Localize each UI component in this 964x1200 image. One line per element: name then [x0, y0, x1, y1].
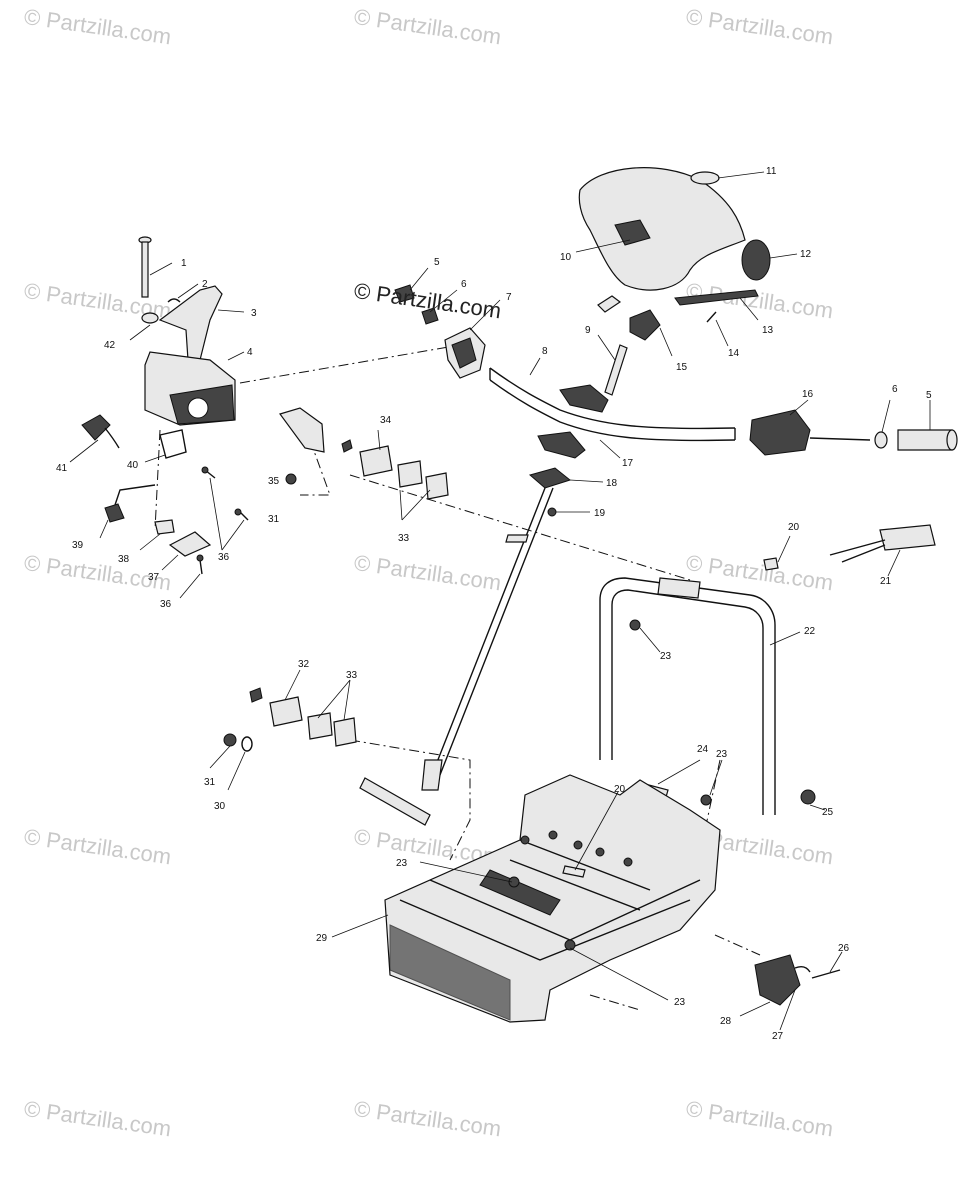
callout-15: 15 — [676, 362, 688, 373]
callout-21: 21 — [880, 576, 892, 587]
callout-6-right: 6 — [892, 384, 898, 395]
callout-12: 12 — [800, 249, 812, 260]
callout-5: 5 — [434, 257, 440, 268]
callout-19: 19 — [594, 508, 606, 519]
callout-28: 28 — [720, 1016, 732, 1027]
callout-26: 26 — [838, 943, 850, 954]
part-5-knob — [394, 284, 415, 303]
part-5-grip-right — [897, 429, 958, 451]
callout-14: 14 — [728, 348, 740, 359]
part-10-handlebar-pad — [578, 167, 771, 291]
callout-leaders — [69, 171, 931, 1031]
part-6-nut — [421, 307, 439, 325]
part-19-nut — [547, 507, 557, 517]
part-18-plate — [528, 467, 572, 489]
callout-4: 4 — [247, 347, 253, 358]
callout-20-top: 20 — [788, 522, 800, 533]
part-39-sensor — [104, 484, 156, 523]
part-20-bolt-top — [763, 557, 779, 571]
part-15-bracket — [629, 309, 661, 341]
callout-25: 25 — [822, 807, 834, 818]
callout-38: 38 — [118, 554, 130, 565]
part-6-ring-right — [874, 431, 888, 449]
callout-32: 32 — [298, 659, 310, 670]
part-3-bracket — [158, 285, 223, 361]
part-11-emblem — [690, 171, 720, 185]
callout-31-top: 31 — [268, 514, 280, 525]
part-2-clip — [167, 298, 181, 303]
callout-27: 27 — [772, 1031, 784, 1042]
part-38-clip — [154, 519, 175, 535]
callout-41: 41 — [56, 463, 68, 474]
callout-17: 17 — [622, 458, 634, 469]
callout-31-bottom: 31 — [204, 777, 216, 788]
callout-30: 30 — [214, 801, 226, 812]
part-22-steering-bar — [599, 577, 776, 815]
callout-23-a: 23 — [660, 651, 672, 662]
part-21-heater-coil — [829, 524, 936, 563]
callout-8: 8 — [542, 346, 548, 357]
callout-2: 2 — [202, 279, 208, 290]
callout-40: 40 — [127, 460, 139, 471]
part-13-trim — [674, 289, 759, 306]
part-23-nut-a — [629, 619, 641, 631]
callout-18: 18 — [606, 478, 618, 489]
callout-23-b: 23 — [716, 749, 728, 760]
callout-6: 6 — [461, 279, 467, 290]
callout-39: 39 — [72, 540, 84, 551]
part-17-clamps — [537, 384, 609, 459]
callout-35: 35 — [268, 476, 280, 487]
part-clip-small — [597, 295, 622, 313]
part-1-bolt — [138, 236, 152, 298]
part-25-nut — [800, 789, 816, 805]
part-40-gasket — [159, 429, 187, 459]
callout-20-lower: 20 — [614, 784, 626, 795]
callout-11: 11 — [766, 166, 777, 177]
part-20-bolt-lower — [562, 865, 586, 878]
callout-9: 9 — [585, 325, 591, 336]
callout-13: 13 — [762, 325, 774, 336]
part-4-housing — [144, 351, 236, 426]
part-29-chassis — [384, 774, 721, 1023]
steering-column — [359, 487, 554, 826]
callout-34: 34 — [380, 415, 392, 426]
part-23-nut-b — [700, 794, 712, 806]
callout-42: 42 — [104, 340, 116, 351]
callout-7: 7 — [506, 292, 512, 303]
part-16-switch — [749, 409, 871, 456]
part-9-bolt — [604, 344, 628, 396]
part-41-switch — [81, 414, 120, 449]
callout-24: 24 — [697, 744, 709, 755]
callout-3: 3 — [251, 308, 257, 319]
parts-26-28-light — [754, 954, 841, 1006]
callout-labels: 1 2 3 4 5 6 7 8 9 10 11 12 13 14 15 16 6… — [56, 166, 932, 1042]
parts-34-33-bushings-top — [279, 407, 449, 500]
callout-36-b: 36 — [160, 599, 172, 610]
callout-23-c: 23 — [396, 858, 408, 869]
callout-5-right: 5 — [926, 390, 932, 401]
callout-37: 37 — [148, 572, 160, 583]
callout-10: 10 — [560, 252, 572, 263]
callout-16: 16 — [802, 389, 814, 400]
callout-36-a: 36 — [218, 552, 230, 563]
callout-33-top: 33 — [398, 533, 410, 544]
part-42-washer — [141, 312, 159, 324]
callout-23-d: 23 — [674, 997, 686, 1008]
callout-22: 22 — [804, 626, 816, 637]
part-36-screws — [196, 466, 249, 575]
callout-1: 1 — [181, 258, 187, 269]
part-7-throttle-block — [444, 327, 486, 379]
callout-29: 29 — [316, 933, 328, 944]
callout-33-bottom: 33 — [346, 670, 358, 681]
part-8-handlebar — [489, 367, 736, 442]
parts-32-33-bushings-bottom — [223, 687, 357, 752]
part-14-screw — [706, 311, 717, 323]
part-37-plate — [168, 531, 212, 557]
